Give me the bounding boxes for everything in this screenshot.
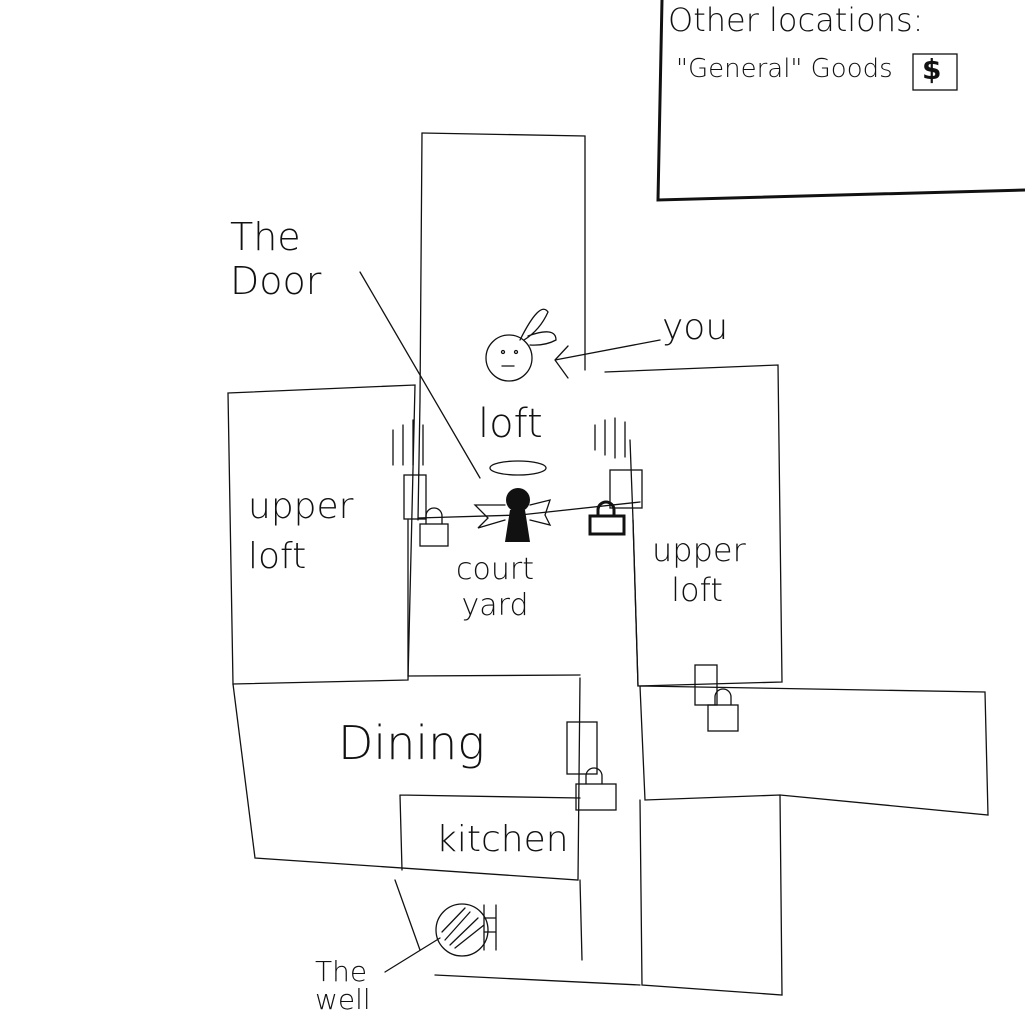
- lock-icon: [707, 688, 739, 732]
- general-goods-icon-box: [912, 53, 958, 91]
- door-left[interactable]: [403, 474, 427, 520]
- legend-item-general-goods[interactable]: "General" Goods: [676, 54, 893, 84]
- kitchen-room: [399, 794, 581, 871]
- well-icon: [435, 903, 497, 957]
- dining-room: [232, 677, 581, 881]
- label-upper-loft-right: upper loft: [652, 531, 746, 609]
- player-avatar-icon: [485, 308, 557, 382]
- you-arrow: [554, 339, 661, 379]
- lock-icon: [588, 500, 626, 536]
- door-right[interactable]: [609, 469, 643, 509]
- label-upper-loft-left: upper loft: [248, 486, 354, 577]
- dollar-icon: $: [922, 53, 942, 86]
- label-kitchen: kitchen: [436, 819, 569, 860]
- well-pointer-line: [384, 937, 441, 973]
- upper-loft-left-room: [227, 384, 416, 685]
- lock-icon: [575, 767, 617, 811]
- door-corridor[interactable]: [694, 664, 718, 706]
- label-the-well: The well: [315, 955, 371, 1016]
- south-corridor: [579, 794, 783, 996]
- door-pointer-line: [359, 271, 481, 479]
- legend-title: Other locations:: [668, 1, 924, 39]
- legend-box: [656, 0, 1025, 202]
- label-you: you: [662, 307, 729, 348]
- door-dining[interactable]: [566, 721, 598, 775]
- courtyard-room: [407, 519, 639, 687]
- stairs-left-icon: [392, 419, 424, 466]
- stairs-right-icon: [594, 417, 626, 459]
- label-dining: Dining: [338, 716, 485, 770]
- loft-room: [421, 132, 586, 371]
- right-corridor: [639, 685, 989, 816]
- door-guardian-icon: [473, 460, 552, 542]
- label-the-door: The Door: [230, 215, 322, 303]
- upper-loft-right-room: [604, 364, 783, 687]
- lock-icon: [419, 507, 449, 547]
- label-court-yard: court yard: [456, 552, 534, 623]
- label-loft: loft: [478, 401, 543, 447]
